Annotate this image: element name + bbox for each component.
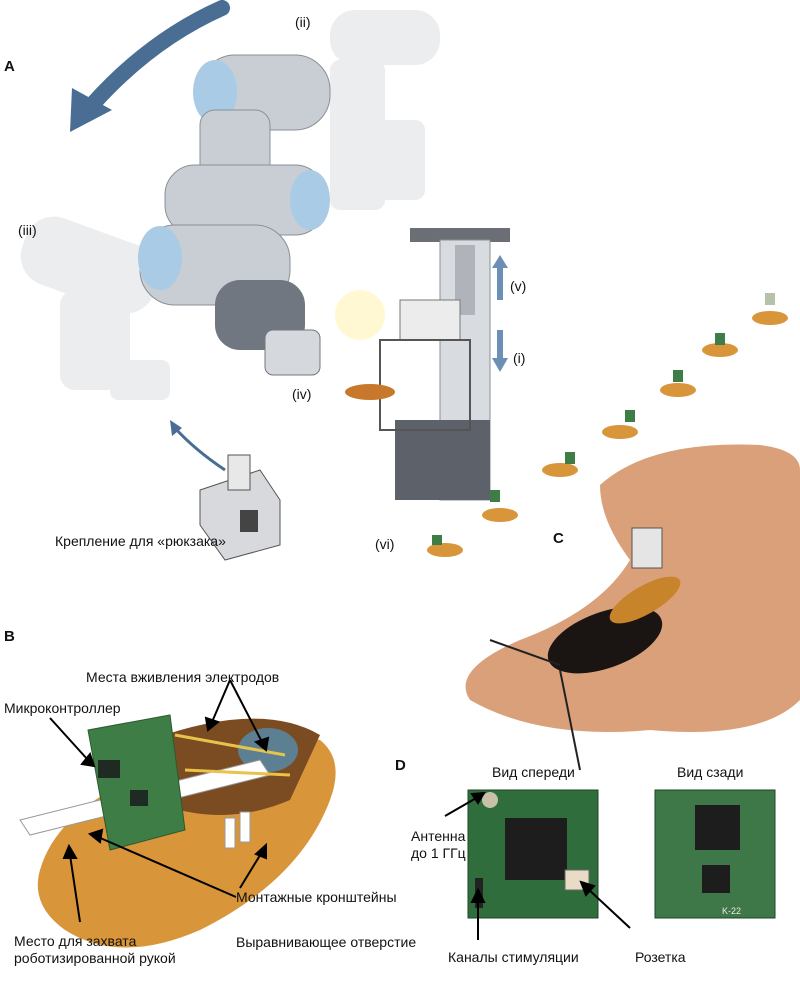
backpack-mount-label: Крепление для «рюкзака» <box>55 533 226 549</box>
stage-label-vi: (vi) <box>375 536 395 552</box>
stage-label-v: (v) <box>510 278 527 294</box>
panel-d-boards <box>467 789 776 919</box>
microcontroller-label: Микроконтроллер <box>4 700 121 716</box>
panel-a-label: A <box>4 58 15 75</box>
hand-photo <box>465 444 800 771</box>
back-view-label: Вид сзади <box>677 764 744 780</box>
robot-arm-ghost-ii <box>330 10 440 210</box>
antenna-label-1: Антенна <box>411 828 466 844</box>
panel-d-arrows <box>444 791 631 940</box>
panel-b-illustration <box>19 714 336 948</box>
stage-label-iv: (iv) <box>292 386 312 402</box>
robot-arm-main <box>138 54 331 376</box>
panel-b-arrows <box>49 679 270 923</box>
grip-place-label-2: роботизированной рукой <box>14 950 176 966</box>
stage-label-i: (i) <box>513 350 526 366</box>
robot-arm-ghost-iii <box>20 216 170 400</box>
panel-b-label: B <box>4 628 15 645</box>
panel-d-label: D <box>395 757 406 774</box>
rotation-arrow-head <box>70 88 112 132</box>
board-marking: K-22 <box>722 906 742 916</box>
panel-c-label: C <box>553 530 564 547</box>
backpack-mount <box>199 454 281 561</box>
socket-label: Розетка <box>635 949 686 965</box>
rotation-arrow <box>84 0 230 113</box>
front-view-label: Вид спереди <box>492 764 575 780</box>
antenna-label-2: до 1 ГГц <box>411 845 466 861</box>
cockroach-sequence <box>427 293 788 557</box>
stage-label-iii: (iii) <box>18 222 37 238</box>
mounting-brackets-label: Монтажные кронштейны <box>236 889 397 905</box>
alignment-hole-label: Выравнивающее отверстие <box>236 934 417 950</box>
stim-channels-label: Каналы стимуляции <box>448 949 579 965</box>
linear-stage <box>379 228 510 501</box>
grip-place-label-1: Место для захвата <box>14 933 137 949</box>
stage-label-ii: (ii) <box>295 14 311 30</box>
electrode-sites-label: Места вживления электродов <box>86 669 280 685</box>
